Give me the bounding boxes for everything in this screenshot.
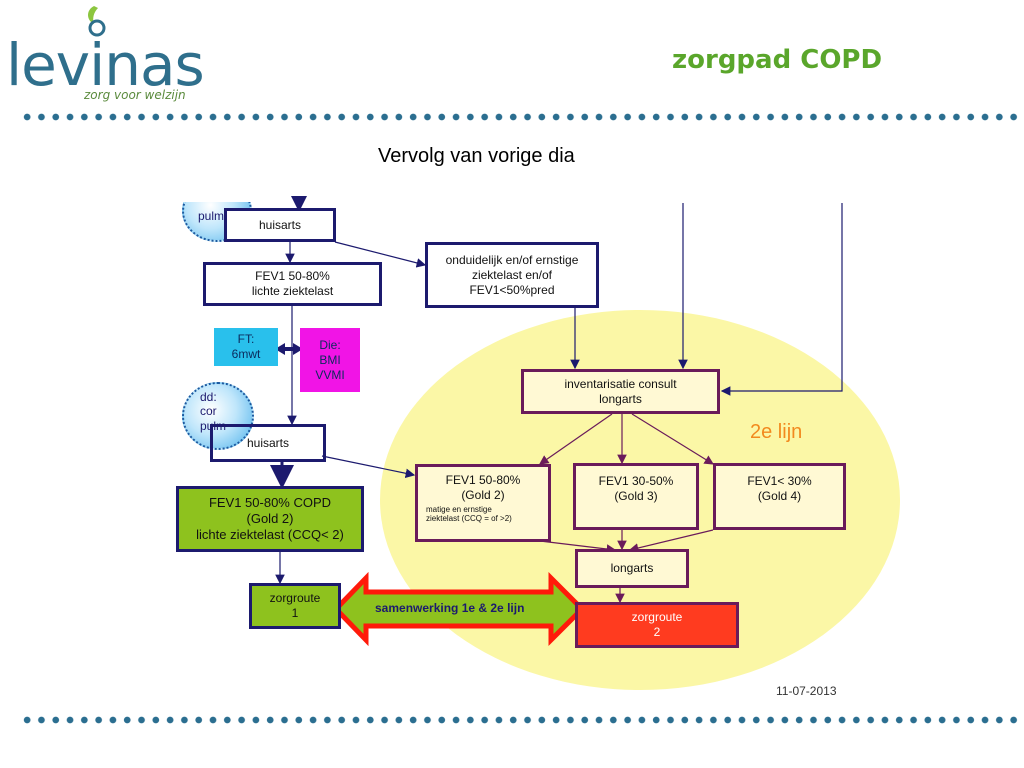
- huisarts-top-label: huisarts: [258, 217, 302, 232]
- bottom-divider: [20, 715, 1020, 725]
- edge-right-loop: [720, 203, 843, 396]
- fev-gold2-line2: (Gold 2): [461, 488, 505, 502]
- die-box: Die: BMI VVMI: [300, 328, 360, 392]
- leaf-icon: [88, 6, 106, 37]
- ft-box: FT: 6mwt: [214, 328, 278, 366]
- zorgroute2-line1: zorgroute: [631, 610, 683, 624]
- huisarts-mid-box: huisarts: [210, 424, 326, 462]
- second-line-label: 2e lijn: [750, 421, 803, 443]
- fev-gold2-note1: matige en ernstige: [426, 505, 492, 514]
- date-label: 11-07-2013: [776, 684, 837, 698]
- fev-light-line1: FEV1 50-80%: [255, 269, 330, 283]
- pulm-circle-label: pulm: [198, 209, 225, 223]
- fev-gold3-line1: FEV1 30-50%: [598, 474, 674, 488]
- edge-huisarts-mid-gold2: [321, 455, 416, 479]
- onduidelijk-line1: onduidelijk en/of ernstige: [445, 252, 579, 267]
- fev-copd-line3: lichte ziektelast (CCQ< 2): [196, 527, 344, 543]
- samenwerking-label: samenwerking 1e & 2e lijn: [375, 601, 525, 615]
- fev-light-box: FEV1 50-80% lichte ziektelast: [203, 262, 382, 306]
- dd-circle: dd: cor pulm: [182, 382, 254, 450]
- onduidelijk-line3: FEV1<50%pred: [469, 282, 555, 297]
- zorgroute1-line2: 1: [291, 606, 299, 620]
- dd-line2: cor: [200, 404, 217, 419]
- fev-gold4-line2: (Gold 4): [757, 489, 802, 503]
- inventarisatie-line2: longarts: [599, 391, 642, 406]
- huisarts-mid-label: huisarts: [246, 435, 290, 450]
- fev-gold4-box: FEV1< 30% (Gold 4): [713, 463, 846, 530]
- die-line2: BMI: [319, 352, 341, 367]
- slide-title: zorgpad COPD: [672, 45, 883, 75]
- dd-line1: dd:: [200, 390, 217, 404]
- edge-gold4-longarts: [628, 529, 714, 553]
- inventarisatie-line1: inventarisatie consult: [564, 376, 677, 391]
- edge-ft-die-right-head: [293, 343, 303, 355]
- zorgroute2-box: zorgroute 2: [575, 602, 739, 648]
- fev-gold2-line1: FEV1 50-80%: [445, 473, 521, 487]
- huisarts-top-box: huisarts: [224, 208, 336, 242]
- fev-light-line2: lichte ziektelast: [251, 284, 334, 298]
- fev-gold2-box: FEV1 50-80% (Gold 2) matige en ernstige …: [415, 464, 551, 542]
- subtitle: Vervolg van vorige dia: [378, 145, 575, 167]
- zorgroute1-box: zorgroute 1: [249, 583, 341, 629]
- longarts-box: longarts: [575, 549, 689, 588]
- ft-line1: FT:: [237, 332, 255, 346]
- die-line3: VVMI: [315, 367, 345, 382]
- onduidelijk-line2: ziektelast en/of: [471, 267, 553, 282]
- fev-gold4-line1: FEV1< 30%: [747, 474, 812, 488]
- onduidelijk-box: onduidelijk en/of ernstige ziektelast en…: [425, 242, 599, 308]
- edge-gold2-longarts: [539, 540, 617, 554]
- longarts-label: longarts: [610, 561, 654, 575]
- fev-copd-line2: (Gold 2): [246, 510, 294, 526]
- fev-gold3-box: FEV1 30-50% (Gold 3): [573, 463, 699, 530]
- top-divider: [20, 112, 1020, 122]
- logo: levinas zorg voor welzijn: [6, 4, 205, 104]
- logo-tagline: zorg voor welzijn: [84, 88, 186, 102]
- die-line1: Die:: [319, 337, 341, 352]
- ft-line2: 6mwt: [231, 347, 261, 361]
- inventarisatie-box: inventarisatie consult longarts: [521, 369, 720, 414]
- fev-copd-line1: FEV1 50-80% COPD: [208, 494, 332, 510]
- zorgroute1-line1: zorgroute: [269, 591, 321, 605]
- edge-inv-gold4: [631, 413, 715, 465]
- edge-huisarts-onduidelijk: [334, 241, 427, 268]
- fev-gold3-line2: (Gold 3): [614, 489, 658, 503]
- edge-inv-gold2: [539, 413, 613, 465]
- logo-word: levinas: [6, 31, 205, 99]
- zorgroute2-line2: 2: [653, 625, 661, 639]
- fev-copd-box: FEV1 50-80% COPD (Gold 2) lichte ziektel…: [176, 486, 364, 552]
- fev-gold2-note2: ziektelast (CCQ = of >2): [426, 514, 512, 524]
- edge-ft-die-left-head: [275, 343, 285, 355]
